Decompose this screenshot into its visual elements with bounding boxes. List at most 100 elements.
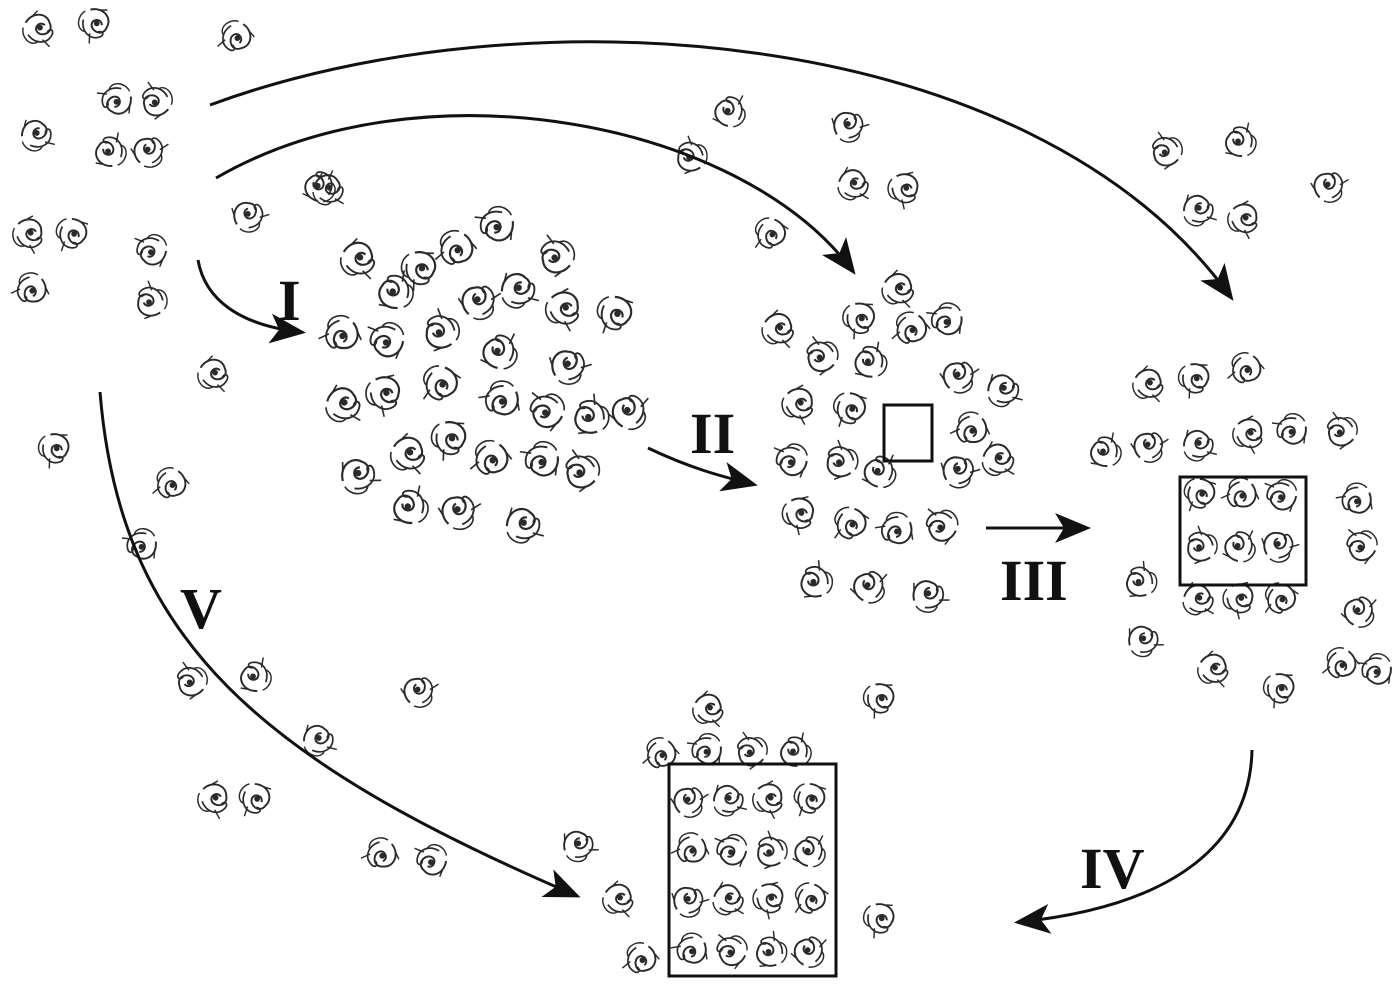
protein-molecule-icon [745,873,792,922]
protein-molecule-icon [30,423,79,472]
protein-molecule-icon [561,448,604,496]
protein-molecule-icon [468,438,515,478]
protein-molecule-icon [475,372,530,426]
protein-molecule-icon [433,490,483,535]
protein-molecule-icon [216,18,257,53]
protein-molecule-icon [668,827,715,870]
protein-molecule-icon [1148,130,1186,173]
protein-molecule-icon [774,487,823,538]
protein-molecule-icon [824,103,872,150]
protein-molecule-icon [776,379,820,427]
protein-molecule-icon [1174,421,1221,470]
protein-molecule-icon [7,210,49,256]
protein-molecule-icon [70,0,119,47]
protein-molecule-icon [329,448,385,504]
protein-molecule-icon [224,193,272,240]
protein-molecule-icon [770,435,816,485]
protein-molecule-icon [833,292,885,343]
protein-molecule-icon [1255,663,1304,712]
stage-label-iv: IV [1080,836,1145,901]
protein-molecule-icon [978,365,1027,416]
dense-liquid-cluster [316,197,651,553]
protein-molecule-icon [710,826,755,874]
protein-molecule-icon [855,893,904,942]
protein-molecule-icon [410,836,455,884]
protein-molecule-icon [192,775,234,821]
protein-molecule-icon [666,782,711,822]
protein-molecule-icon [21,9,54,48]
protein-molecule-icon [540,341,595,393]
stage-label-iii: III [1000,548,1068,613]
protein-molecule-icon [935,356,981,398]
protein-molecule-icon [1170,353,1219,402]
protein-molecule-icon [48,210,96,255]
protein-molecule-icon [1222,195,1264,241]
protein-molecule-icon [1321,645,1362,681]
protein-molecule-icon [747,775,789,821]
protein-molecule-icon [601,879,634,918]
nucleus-cluster [760,269,1027,622]
protein-molecule-icon [976,436,1019,483]
protein-molecule-icon [536,233,578,281]
protein-molecule-icon [231,654,280,702]
protein-molecule-icon [789,878,833,917]
protein-molecule-icon [1268,405,1317,454]
protein-molecule-icon [588,286,642,338]
arrow-ii [647,446,758,492]
protein-molecule-icon [319,379,365,430]
protein-molecule-icon [527,387,568,435]
final-crystal-lattice-box [667,762,838,978]
protein-molecule-icon [1344,525,1381,567]
protein-molecule-icon [707,877,748,922]
protein-molecule-icon [1226,350,1267,385]
arrow-source-to-crystal [209,40,1234,301]
protein-molecule-icon [316,309,368,357]
protein-molecule-icon [747,928,795,977]
stage-label-v: V [180,576,222,641]
protein-molecule-icon [363,313,413,367]
protein-molecule-icon [93,75,142,124]
protein-molecule-icon [1215,573,1262,622]
protein-molecule-icon [86,129,135,177]
protein-molecule-icon [664,878,712,925]
protein-molecule-icon [470,197,525,252]
growing-crystal-cluster [1081,119,1392,712]
protein-molecule-icon [948,406,996,451]
protein-molecule-icon [553,821,602,870]
protein-molecule-icon [932,447,983,496]
protein-molecule-icon [1117,558,1165,607]
protein-molecule-icon [881,269,915,309]
protein-molecule-icon [606,393,651,432]
protein-molecule-icon [516,432,570,487]
protein-molecule-icon [872,504,923,554]
arrow-iv [1014,749,1254,934]
protein-molecule-icon [786,775,834,820]
protein-molecule-icon [791,557,841,608]
protein-molecule-icon [138,80,176,123]
protein-molecule-icon [803,334,842,379]
protein-molecule-icon [825,383,875,431]
protein-molecule-icon [357,365,410,420]
protein-molecule-icon [1174,186,1221,235]
protein-molecule-icon [1118,616,1167,665]
protein-molecule-icon [832,162,873,207]
protein-molecule-icon [1323,410,1361,453]
protein-molecule-icon [749,213,793,252]
protein-molecule-icon [12,111,59,160]
protein-molecule-icon [1218,472,1265,515]
arrow-i [196,259,306,344]
arrow-source-to-nucleus [215,114,856,275]
protein-molecule-icon [196,354,229,393]
protein-molecule-icon [1339,595,1379,630]
protein-molecule-icon [1353,645,1392,694]
protein-molecule-icon [714,930,751,972]
protein-molecule-icon [389,431,426,476]
protein-molecule-icon [621,940,662,976]
protein-molecule-icon [1227,410,1269,456]
protein-molecule-icon [1081,429,1130,477]
protein-molecule-icon [491,263,544,318]
protein-molecule-icon [760,308,795,349]
protein-molecule-icon [496,498,548,553]
protein-molecule-icon [922,294,973,345]
